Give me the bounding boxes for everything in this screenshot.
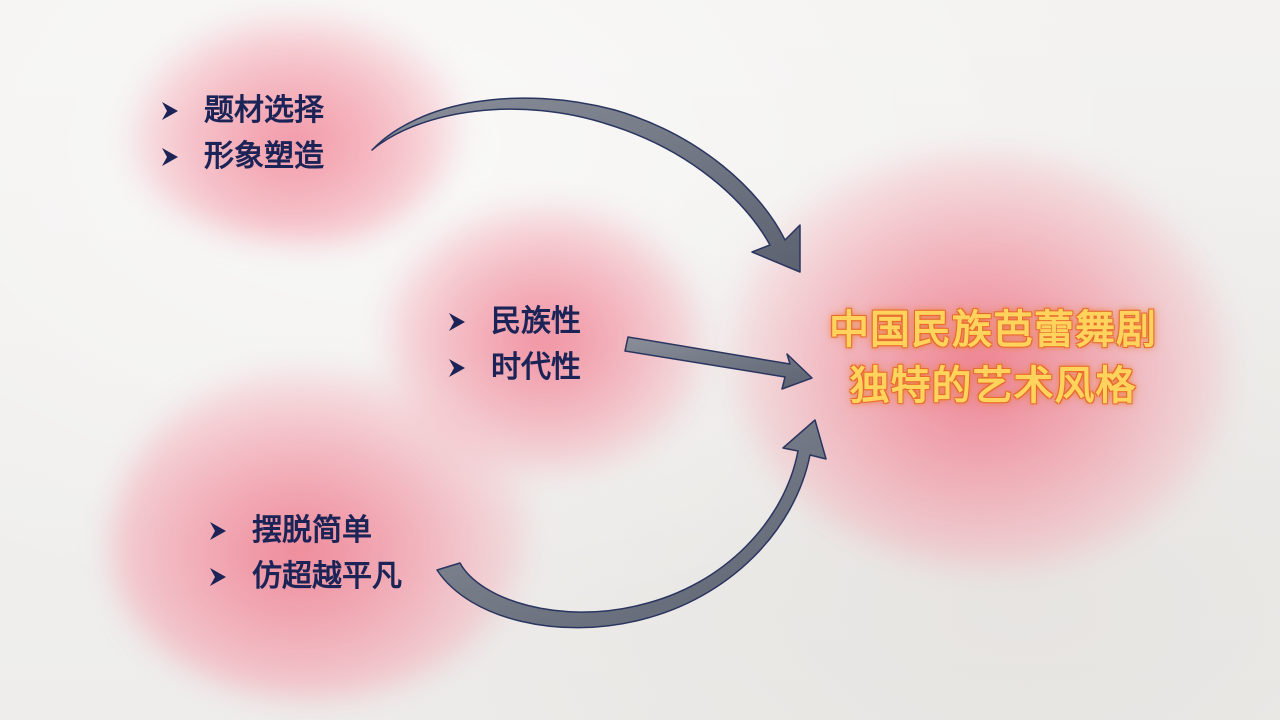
- bullet-list-middle: 民族性 时代性: [447, 299, 581, 391]
- list-item-label: 时代性: [491, 350, 581, 385]
- target-title-line-2: 独特的艺术风格: [849, 363, 1137, 409]
- watercolor-blob-bottom-left: [110, 370, 530, 700]
- watercolor-blob-right: [730, 150, 1230, 570]
- straight-arrow-middle: [624, 336, 813, 390]
- curved-arrow-bottom: [436, 419, 827, 629]
- list-item: 民族性: [447, 299, 581, 345]
- list-item: 摆脱简单: [208, 508, 402, 554]
- list-item-label: 民族性: [491, 304, 581, 339]
- arrow-bullet-icon: [160, 146, 180, 168]
- target-title-line-1: 中国民族芭蕾舞剧: [829, 307, 1157, 353]
- arrow-bullet-icon: [447, 311, 467, 333]
- bullet-list-bottom: 摆脱简单 仿超越平凡: [208, 508, 402, 600]
- list-item-label: 仿超越平凡: [252, 559, 402, 594]
- list-item: 仿超越平凡: [208, 554, 402, 600]
- list-item-label: 形象塑造: [204, 139, 324, 174]
- curved-arrow-top: [371, 97, 801, 273]
- list-item: 题材选择: [160, 88, 324, 134]
- list-item: 时代性: [447, 345, 581, 391]
- target-title: 中国民族芭蕾舞剧 独特的艺术风格: [788, 302, 1198, 414]
- list-item-label: 摆脱简单: [252, 513, 372, 548]
- list-item-label: 题材选择: [204, 93, 324, 128]
- arrow-bullet-icon: [208, 566, 228, 588]
- arrow-bullet-icon: [447, 357, 467, 379]
- arrow-bullet-icon: [160, 100, 180, 122]
- arrow-bullet-icon: [208, 520, 228, 542]
- bullet-list-top: 题材选择 形象塑造: [160, 88, 324, 180]
- list-item: 形象塑造: [160, 134, 324, 180]
